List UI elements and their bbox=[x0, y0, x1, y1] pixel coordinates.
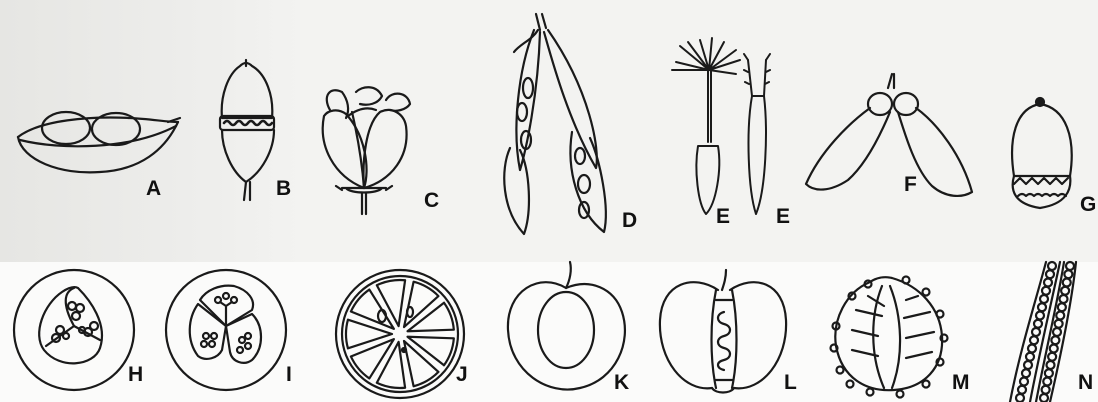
flower-bead bbox=[1058, 303, 1066, 311]
flower-bead bbox=[1060, 295, 1068, 303]
flower-bead bbox=[1030, 336, 1038, 344]
flower-bead bbox=[1028, 345, 1036, 353]
flower-bead bbox=[1053, 328, 1061, 336]
flower-bead bbox=[1036, 312, 1044, 320]
flower-bead bbox=[1046, 270, 1054, 278]
flower-bead bbox=[1026, 353, 1034, 361]
flower-bead bbox=[1022, 369, 1030, 377]
flower-bead bbox=[1020, 378, 1028, 386]
flower-bead bbox=[1056, 312, 1064, 320]
flower-bead bbox=[1063, 279, 1071, 287]
flower-bead bbox=[1061, 287, 1069, 295]
flower-bead bbox=[1048, 353, 1056, 361]
flower-bead bbox=[1024, 361, 1032, 369]
flower-bead bbox=[1042, 386, 1050, 394]
flower-bead bbox=[1050, 345, 1058, 353]
flower-bead bbox=[1034, 320, 1042, 328]
flower-bead bbox=[1040, 394, 1048, 402]
flower-bead bbox=[1043, 378, 1051, 386]
flower-bead bbox=[1048, 262, 1056, 270]
flower-bead bbox=[1018, 386, 1026, 394]
label-n: N bbox=[1078, 372, 1093, 393]
flower-bead bbox=[1066, 262, 1074, 270]
flower-bead bbox=[1038, 303, 1046, 311]
flower-bead bbox=[1044, 279, 1052, 287]
flower-bead bbox=[1016, 394, 1024, 402]
flower-bead bbox=[1055, 320, 1063, 328]
flower-bead bbox=[1045, 369, 1053, 377]
flower-bead bbox=[1040, 295, 1048, 303]
flower-bead bbox=[1042, 287, 1050, 295]
flower-bead bbox=[1064, 270, 1072, 278]
flower-bead bbox=[1032, 328, 1040, 336]
flower-bead bbox=[1047, 361, 1055, 369]
flower-bead bbox=[1051, 336, 1059, 344]
